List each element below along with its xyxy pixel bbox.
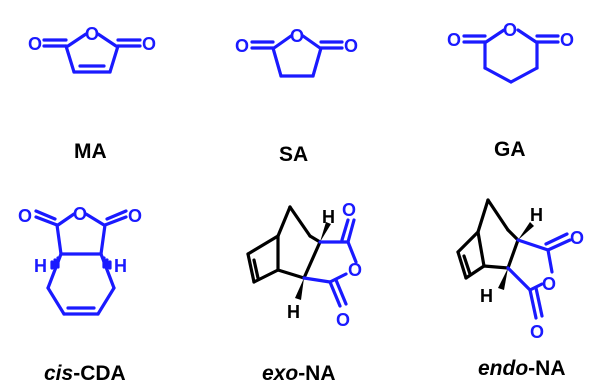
oxygen-atom: O (142, 34, 156, 54)
label-cis-cda-suffix: -CDA (73, 362, 126, 385)
oxygen-atom: O (560, 30, 574, 50)
oxygen-atom: O (503, 20, 517, 40)
oxygen-atom: O (570, 228, 584, 248)
oxygen-atom: O (290, 26, 304, 46)
label-exo-na: exo-NA (262, 362, 336, 385)
structure-cis-cda: O O O H H (18, 204, 142, 316)
oxygen-atom: O (235, 36, 249, 56)
label-cis-cda-prefix: cis (44, 362, 73, 385)
hydrogen-atom: H (480, 286, 493, 306)
oxygen-atom: O (530, 322, 544, 342)
label-cis-cda: cis-CDA (44, 362, 126, 385)
oxygen-atom: O (447, 30, 461, 50)
hydrogen-atom: H (114, 256, 127, 276)
hydrogen-atom: H (287, 302, 300, 322)
hydrogen-atom: H (34, 256, 47, 276)
oxygen-atom: O (28, 34, 42, 54)
structure-ga: O O O (447, 20, 574, 84)
structure-sa: O O O (235, 26, 358, 78)
structure-endo-na: O O O H H (456, 198, 584, 342)
structure-exo-na: O O O H H (246, 200, 362, 330)
label-endo-na: endo-NA (478, 357, 566, 380)
oxygen-atom: O (348, 260, 362, 280)
oxygen-atom: O (128, 206, 142, 226)
hydrogen-atom: H (530, 205, 543, 225)
structure-ma: O O O (28, 24, 156, 74)
label-sa: SA (279, 143, 308, 166)
label-endo-na-prefix: endo (478, 357, 528, 380)
oxygen-atom: O (344, 36, 358, 56)
hydrogen-atom: H (322, 207, 335, 227)
oxygen-atom: O (18, 206, 32, 226)
oxygen-atom: O (73, 204, 87, 224)
label-ma: MA (74, 140, 107, 163)
oxygen-atom: O (342, 200, 356, 220)
oxygen-atom: O (336, 310, 350, 330)
label-ga: GA (494, 138, 526, 161)
label-exo-na-suffix: -NA (298, 362, 335, 385)
oxygen-atom: O (85, 24, 99, 44)
label-endo-na-suffix: -NA (528, 357, 565, 380)
label-exo-na-prefix: exo (262, 362, 298, 385)
oxygen-atom: O (542, 274, 556, 294)
